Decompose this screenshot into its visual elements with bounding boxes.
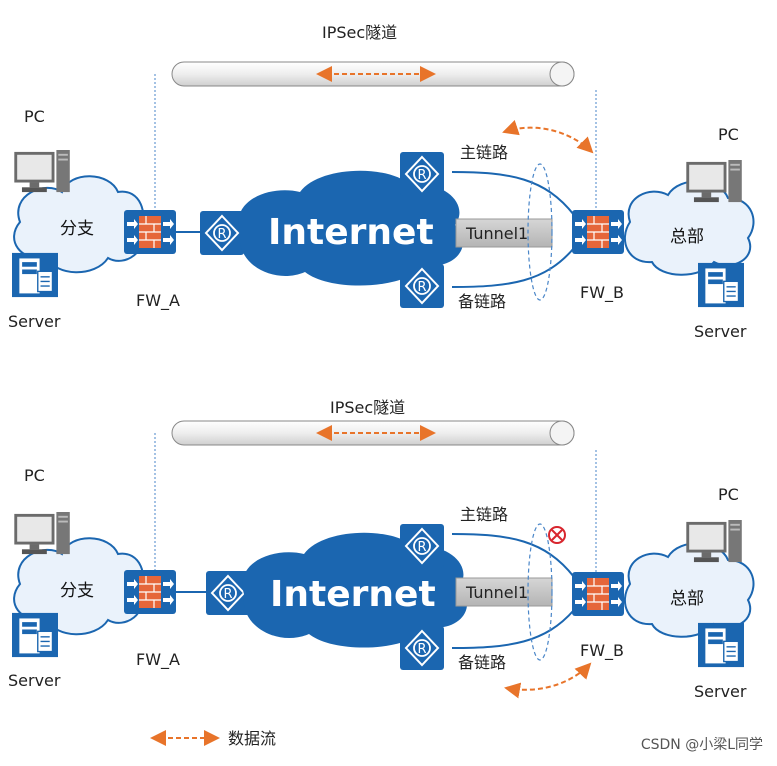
branch-cloud-label-2: 分支 xyxy=(60,581,94,601)
internet-label-2: Internet xyxy=(270,574,436,615)
tunnel-box-label-2: Tunnel1 xyxy=(465,583,528,602)
fw-a-icon-2 xyxy=(124,570,176,614)
hq-cloud-label-2: 总部 xyxy=(670,589,704,609)
internet-cloud: Internet xyxy=(238,170,464,286)
link-failure-icon xyxy=(548,526,566,544)
backup-link-label: 备链路 xyxy=(458,292,506,311)
hq-cloud: 总部 xyxy=(624,180,755,276)
fw-b-label: FW_B xyxy=(580,283,624,303)
legend-label: 数据流 xyxy=(228,729,276,748)
pc-left-label-2: PC xyxy=(24,466,45,485)
hq-cloud-2: 总部 xyxy=(624,542,755,638)
tunnel-dashed-ring-2 xyxy=(527,523,553,661)
server-left-icon xyxy=(12,252,58,298)
fw-a-label: FW_A xyxy=(136,291,180,311)
hq-cloud-label: 总部 xyxy=(670,227,704,247)
router-primary-icon xyxy=(400,152,444,196)
server-left-label: Server xyxy=(8,312,61,331)
server-left-icon-2 xyxy=(12,612,58,658)
ipsec-tunnel-title: IPSec隧道 xyxy=(322,23,397,42)
router-edge-icon xyxy=(200,211,244,255)
data-flow-arrow-2 xyxy=(504,662,592,699)
watermark: CSDN @小梁L同学 xyxy=(640,737,763,753)
fw-b-label-2: FW_B xyxy=(580,641,624,661)
tunnel-box-2 xyxy=(455,577,553,607)
pc-left-label: PC xyxy=(24,107,45,126)
fw-a-icon xyxy=(124,210,176,254)
branch-cloud-label: 分支 xyxy=(60,219,94,239)
ipsec-tunnel-pipe xyxy=(171,61,575,87)
server-right-label-2: Server xyxy=(694,682,747,701)
fw-b-icon-2 xyxy=(572,572,624,616)
fw-a-label-2: FW_A xyxy=(136,650,180,670)
router-backup-icon xyxy=(400,264,444,308)
backup-link-line xyxy=(451,247,575,288)
server-right-label: Server xyxy=(694,322,747,341)
fw-b-icon xyxy=(572,210,624,254)
primary-link-label: 主链路 xyxy=(460,143,508,162)
data-flow-arrow xyxy=(502,119,594,154)
router-backup-icon-2 xyxy=(400,626,444,670)
tunnel-box xyxy=(455,218,553,248)
primary-link-line-2 xyxy=(451,533,575,578)
router-primary-icon-2 xyxy=(400,524,444,568)
backup-link-label-2: 备链路 xyxy=(458,653,506,672)
diagram-normal: IPSec隧道 分支 PC Server FW_A Internet xyxy=(8,23,755,341)
server-right-icon xyxy=(698,262,744,308)
diagram-failover: IPSec隧道 分支 PC Server FW_A Internet 主链路 备… xyxy=(8,398,755,701)
pc-left-icon xyxy=(14,150,70,193)
tunnel-box-label: Tunnel1 xyxy=(465,224,528,243)
internet-label: Internet xyxy=(268,212,434,253)
primary-link-line xyxy=(451,171,575,216)
legend: 数据流 xyxy=(150,729,276,748)
server-right-icon-2 xyxy=(698,622,744,668)
server-left-label-2: Server xyxy=(8,671,61,690)
ipsec-tunnel-title-2: IPSec隧道 xyxy=(330,398,405,417)
pc-right-label: PC xyxy=(718,125,739,144)
tunnel-dashed-ring xyxy=(527,163,553,301)
pc-left-icon-2 xyxy=(14,512,70,555)
ipsec-tunnel-pipe-2 xyxy=(171,420,575,446)
backup-link-line-2 xyxy=(451,609,575,649)
primary-link-label-2: 主链路 xyxy=(460,505,508,524)
pc-right-label-2: PC xyxy=(718,485,739,504)
